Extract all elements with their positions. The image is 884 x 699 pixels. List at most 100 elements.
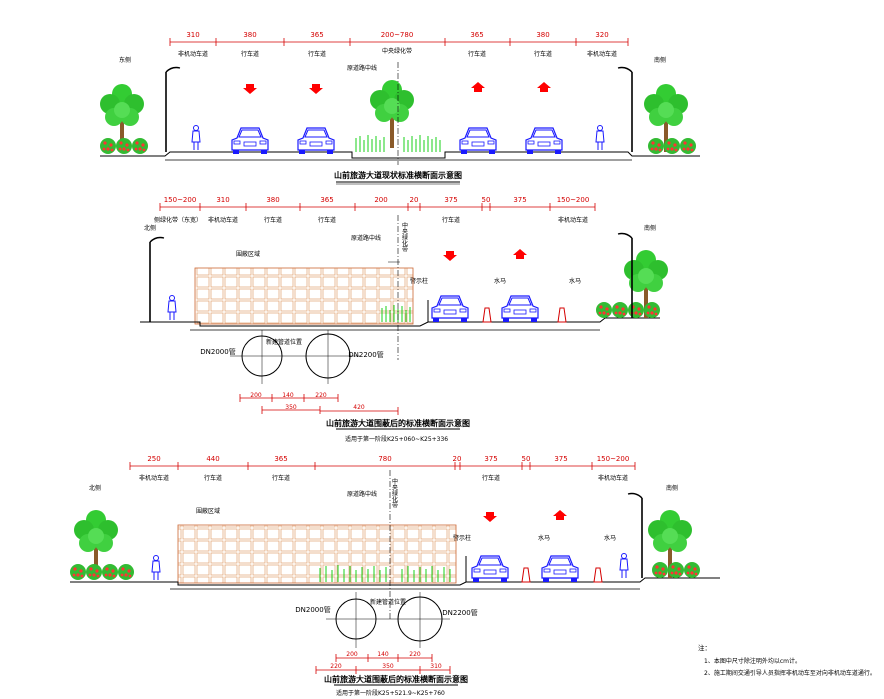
tree-icon [370,80,414,148]
cyclist-icon [619,553,629,579]
section-subtitle: 适用于第一阶段K25+521.9~K25+760 [336,689,445,697]
lane-label: 侧绿化带（东宽） [154,216,202,224]
cyclist-icon [191,125,201,151]
pipe-dim: 200 [250,392,262,399]
dim-2: 310 [216,196,229,204]
dim-5: 200 [374,196,387,204]
dim-1: 250 [147,455,160,463]
dim-1: 310 [186,31,199,39]
enclosure-label: 围蔽区域 [196,507,220,515]
lane-label: 行车道 [534,50,552,58]
street-lamp-icon [149,236,165,323]
lane-label: 非机动车道 [178,50,208,58]
warning-post-label: 警示柱 [453,534,471,542]
pipe-dim: 350 [285,404,297,411]
shrub-icon [70,564,86,580]
side-label-west: 北侧 [89,484,101,492]
shrub-icon [612,302,628,318]
car-icon [501,295,539,323]
shrub-icon [652,562,668,578]
pipe-dim: 140 [282,392,294,399]
median-label: 中央绿化带 [401,221,408,253]
notes-heading: 注： [698,643,711,652]
dim-10: 150~200 [557,196,590,204]
lane-label: 行车道 [468,50,486,58]
dim-3: 365 [310,31,323,39]
car-icon [231,127,269,155]
direction-arrow-icon [553,510,567,520]
pipe-label: DN2000管 [200,347,235,356]
side-label-west: 东侧 [119,56,131,64]
shrub-icon [596,302,612,318]
barrier-label: 水马 [538,534,550,542]
dim-4: 780 [378,455,391,463]
shrub-icon [118,564,134,580]
section-subtitle: 适用于第一阶段K25+060~K25+336 [345,435,448,443]
dim-7: 320 [595,31,608,39]
shrub-icon [628,302,644,318]
shrub-icon [644,302,660,318]
lane-label: 行车道 [264,216,282,224]
side-label-east: 南侧 [644,224,656,232]
car-icon [471,555,509,583]
dim-9: 375 [513,196,526,204]
shrub-icon [132,138,148,154]
lane-label: 行车道 [241,50,259,58]
dim-8: 375 [554,455,567,463]
lane-label: 行车道 [318,216,336,224]
lane-label: 行车道 [272,474,290,482]
direction-arrow-icon [483,512,497,522]
section-1: 310 380 365 200~780 365 380 320 非机动车道 行车… [100,31,700,185]
direction-arrow-icon [537,82,551,92]
car-icon [525,127,563,155]
shrub-icon [116,138,132,154]
dim-3: 380 [266,196,279,204]
direction-arrow-icon [443,251,457,261]
direction-arrow-icon [309,84,323,94]
car-icon [431,295,469,323]
pipe-position-label: 新建管道位置 [266,338,302,346]
section-2: 150~200 310 380 365 200 20 375 50 375 15… [140,196,668,443]
car-icon [541,555,579,583]
pipe-dim: 350 [382,663,394,670]
section-3: 250 440 365 780 20 375 50 375 150~200 非机… [70,455,720,697]
street-lamp-icon [617,66,633,153]
lane-label: 行车道 [442,216,460,224]
center-line-label: 原道路中线 [351,234,381,242]
pipe-dim: 220 [409,651,421,658]
direction-arrow-icon [243,84,257,94]
dim-3: 365 [274,455,287,463]
barrier-label: 水马 [569,277,581,285]
dim-2: 440 [206,455,219,463]
lane-label: 非机动车道 [558,216,588,224]
cyclist-icon [595,125,605,151]
pipe-label: DN2200管 [348,350,383,359]
pipe-dim: 220 [330,663,342,670]
dim-4: 200~780 [381,31,414,39]
lane-label: 非机动车道 [208,216,238,224]
pipe-position-label: 新建管道位置 [370,598,406,606]
direction-arrow-icon [513,249,527,259]
pipe-dim: 420 [353,404,365,411]
street-lamp-icon [627,492,643,579]
barrier-label: 水马 [604,534,616,542]
water-barrier-icon [593,567,603,583]
pipe-label: DN2200管 [442,608,477,617]
section-title: 山前旅游大道现状标准横断面示意图 [334,170,462,180]
shrub-icon [680,138,696,154]
direction-arrow-icon [471,82,485,92]
lane-label: 非机动车道 [139,474,169,482]
dim-6: 375 [484,455,497,463]
shrub-icon [648,138,664,154]
section-title: 山前旅游大道围蔽后的标准横断面示意图 [324,674,468,684]
water-barrier-icon [482,307,492,323]
median-label: 中央绿化带 [391,477,398,509]
barrier-label: 水马 [494,277,506,285]
dim-5: 365 [470,31,483,39]
pipe-label: DN2000管 [295,605,330,614]
shrub-icon [684,562,700,578]
dim-4: 365 [320,196,333,204]
dim-1: 150~200 [164,196,197,204]
center-line-label: 原道路中线 [347,490,377,498]
